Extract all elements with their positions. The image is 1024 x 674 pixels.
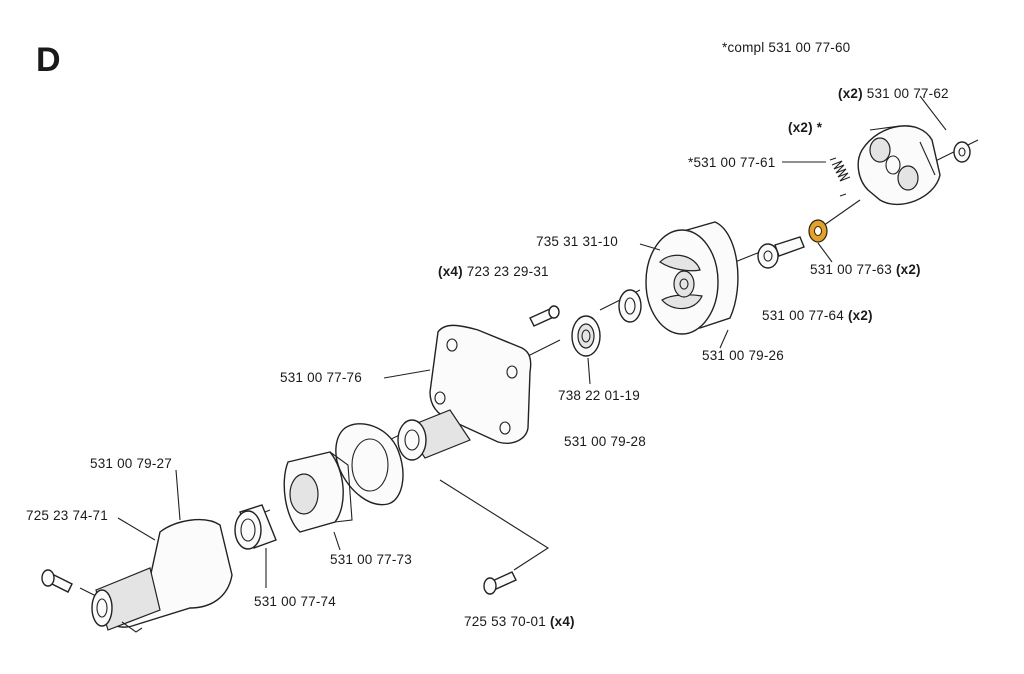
washer-77-62 <box>953 141 971 163</box>
label-77-62: (x2) 531 00 77-62 <box>838 86 949 101</box>
label-725-23-74-71: 725 23 74-71 <box>26 508 108 523</box>
section-letter: D <box>36 41 61 79</box>
leader-725-23 <box>117 517 156 541</box>
washer-735-31-31-10 <box>618 289 642 323</box>
sleeve-77-74 <box>234 504 277 550</box>
housing-tube-79-27 <box>91 519 233 633</box>
leader-738 <box>587 357 591 385</box>
leader-77-62 <box>919 95 947 131</box>
label-77-74: 531 00 77-74 <box>254 594 336 609</box>
leader-77-73 <box>333 531 341 551</box>
leader-79-27 <box>175 469 181 521</box>
screw-725-23-74-71 <box>41 569 73 593</box>
screw-725-53-70-01 <box>483 571 517 595</box>
label-725-53-70-01: 725 53 70-01 (x4) <box>464 614 575 629</box>
clamp-77-73 <box>283 451 353 533</box>
bolt-77-64 <box>757 236 805 269</box>
label-x2-star: (x2) * <box>788 120 823 135</box>
label-79-27: 531 00 79-27 <box>90 456 172 471</box>
leader-725-53 <box>439 479 550 571</box>
washer-77-63-highlight <box>808 219 828 243</box>
clutch-shoes <box>857 125 941 205</box>
screw-723-23-29-31 <box>529 305 560 327</box>
spring-77-61 <box>829 157 851 197</box>
clutch-housing <box>397 324 532 461</box>
label-723-23-29-31: (x4) 723 23 29-31 <box>438 264 549 279</box>
label-79-28: 531 00 79-28 <box>564 434 646 449</box>
label-738-22-01-19: 738 22 01-19 <box>558 388 640 403</box>
label-77-64: 531 00 77-64 (x2) <box>762 308 873 323</box>
gasket-plate <box>335 423 404 506</box>
label-77-73: 531 00 77-73 <box>330 552 412 567</box>
label-79-26: 531 00 79-26 <box>702 348 784 363</box>
leader-79-26 <box>719 329 729 349</box>
axis-line-clutch <box>819 199 861 229</box>
label-77-61: *531 00 77-61 <box>688 155 776 170</box>
label-77-63: 531 00 77-63 (x2) <box>810 262 921 277</box>
label-77-76: 531 00 77-76 <box>280 370 362 385</box>
bearing-738-22-01-19 <box>571 315 601 357</box>
leader-735-31 <box>639 243 661 251</box>
clutch-drum <box>645 221 739 335</box>
leader-77-63 <box>817 242 833 263</box>
leader-77-76 <box>383 369 431 379</box>
compl-note: *compl 531 00 77-60 <box>722 40 851 55</box>
label-735-31-31-10: 735 31 31-10 <box>536 234 618 249</box>
